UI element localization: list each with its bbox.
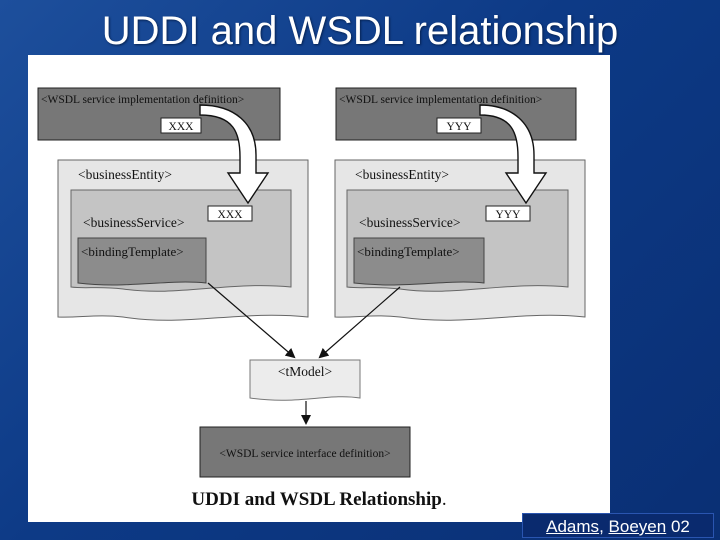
relationship-diagram: <WSDL service implementation definition>… xyxy=(37,87,586,478)
left-impl-id: XXX xyxy=(169,121,195,133)
slide-title: UDDI and WSDL relationship xyxy=(101,9,619,53)
right-service-label: <businessService> xyxy=(359,215,460,230)
right-curved-arrow xyxy=(479,104,548,205)
left-business-entity: <businessEntity> <businessService> XXX <… xyxy=(57,159,309,321)
right-service-id: YYY xyxy=(496,209,522,221)
figure-caption: UDDI and WSDL Relationship. xyxy=(28,489,610,511)
left-service-label: <businessService> xyxy=(83,215,184,230)
left-curved-arrow xyxy=(199,104,270,205)
caption-text: UDDI and WSDL Relationship xyxy=(191,489,442,510)
left-service-id: XXX xyxy=(218,209,244,221)
left-binding-to-tmodel-arrow xyxy=(207,282,296,359)
diagram-figure: <WSDL service implementation definition>… xyxy=(28,55,610,522)
right-impl-label: <WSDL service implementation definition> xyxy=(339,94,542,106)
left-binding-label: <bindingTemplate> xyxy=(81,244,184,259)
citation-credit: Adams, Boeyen 02 xyxy=(522,513,714,538)
interface-label: <WSDL service interface definition> xyxy=(219,448,390,460)
caption-period: . xyxy=(441,489,447,510)
credit-year: 02 xyxy=(670,517,690,536)
tmodel-box: <tModel> xyxy=(249,359,361,401)
wsdl-interface-box: <WSDL service interface definition> xyxy=(199,426,411,478)
right-binding-label: <bindingTemplate> xyxy=(357,244,460,259)
credit-separator: , xyxy=(599,517,604,536)
left-entity-label: <businessEntity> xyxy=(78,167,172,182)
left-wsdl-implementation-box: <WSDL service implementation definition>… xyxy=(37,87,281,141)
right-entity-label: <businessEntity> xyxy=(355,167,449,182)
left-impl-label: <WSDL service implementation definition> xyxy=(41,94,244,106)
author-link-adams[interactable]: Adams xyxy=(546,517,600,536)
right-wsdl-implementation-box: <WSDL service implementation definition>… xyxy=(335,87,577,141)
right-binding-template: <bindingTemplate> xyxy=(353,237,485,286)
left-binding-template: <bindingTemplate> xyxy=(77,237,207,286)
tmodel-label: <tModel> xyxy=(278,364,332,379)
author-link-boeyen[interactable]: Boeyen xyxy=(608,517,667,536)
right-business-entity: <businessEntity> <businessService> YYY <… xyxy=(334,159,586,321)
right-impl-id: YYY xyxy=(447,121,473,133)
right-binding-to-tmodel-arrow xyxy=(318,286,401,359)
